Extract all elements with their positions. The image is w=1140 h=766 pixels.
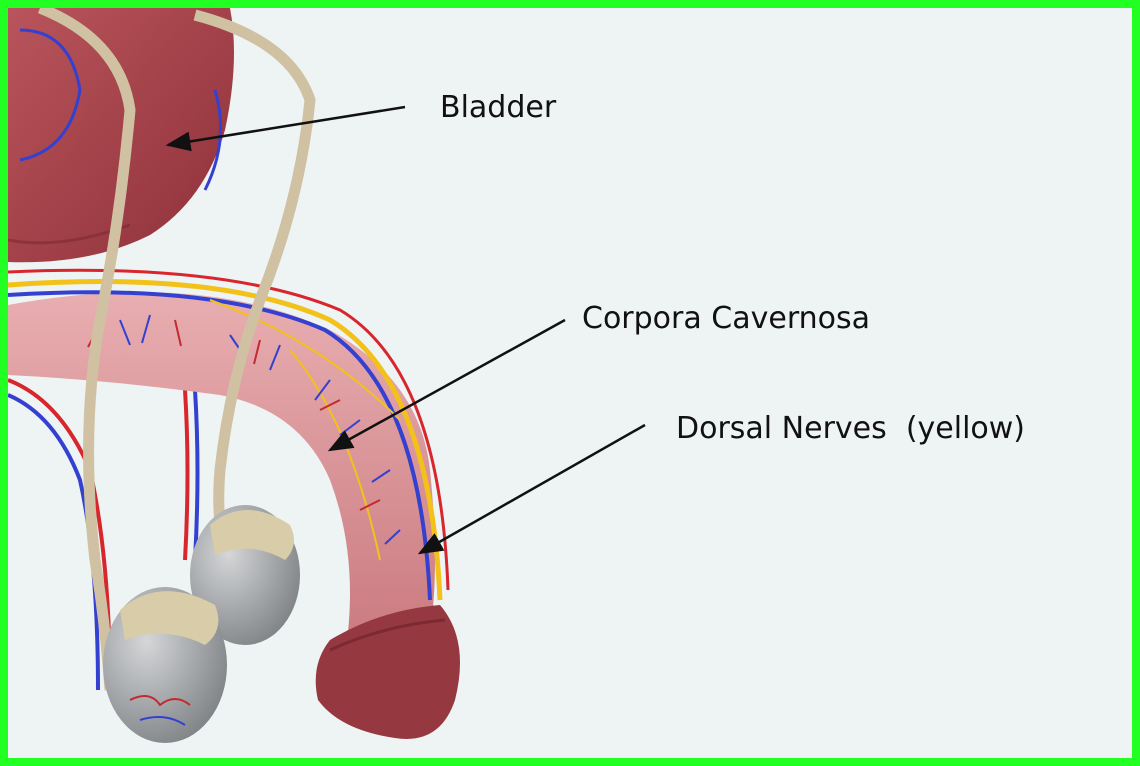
bladder-label: Bladder — [440, 90, 557, 125]
glans — [316, 605, 460, 739]
dorsal-arrow — [420, 425, 645, 553]
corpora-label: Corpora Cavernosa — [582, 301, 870, 336]
testes — [103, 505, 300, 743]
dorsal-label: Dorsal Nerves (yellow) — [676, 411, 1025, 446]
anatomy-illustration: Bladder Corpora Cavernosa Dorsal Nerves … — [8, 8, 1132, 758]
